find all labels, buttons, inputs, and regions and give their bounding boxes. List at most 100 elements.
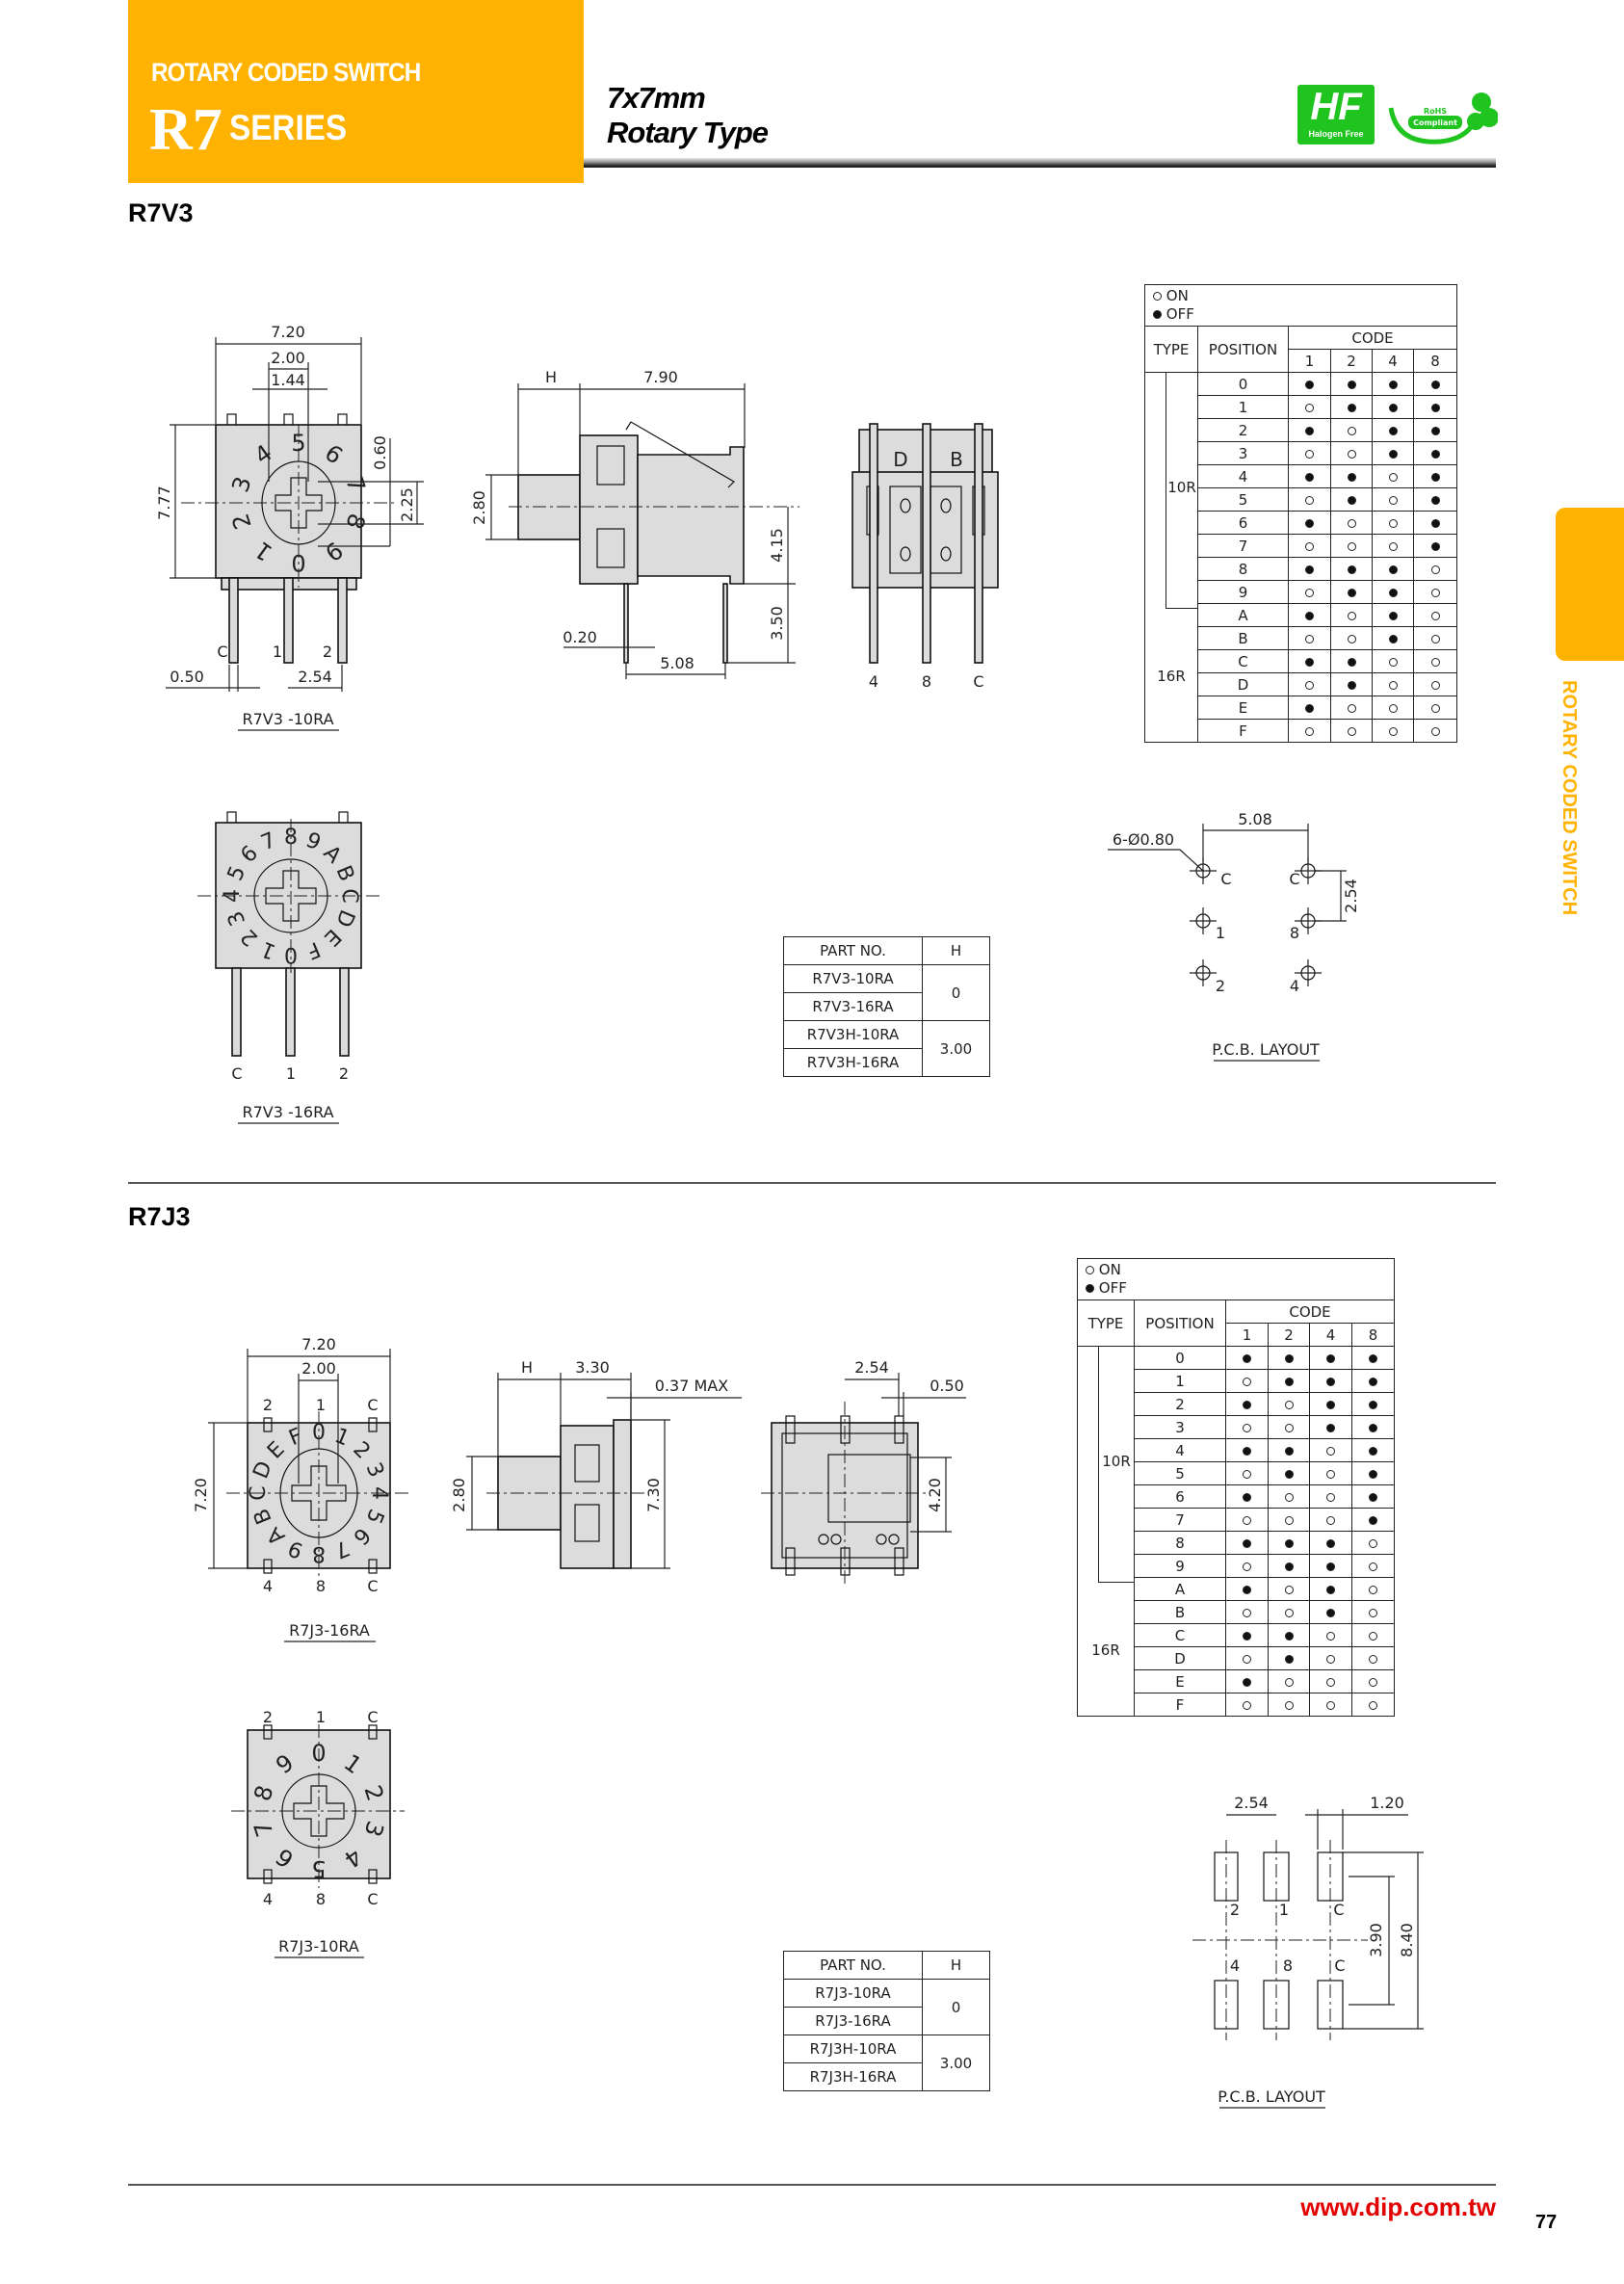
on-dot-icon — [1284, 1492, 1294, 1502]
off-dot-icon — [1243, 1585, 1251, 1594]
on-dot-icon — [1347, 726, 1356, 736]
off-dot-icon — [1284, 1469, 1294, 1479]
code-cell — [1372, 464, 1414, 488]
section-title-r7j3: R7J3 — [128, 1202, 191, 1231]
pin-label: 1 — [1216, 924, 1225, 942]
code-cell — [1351, 1623, 1395, 1647]
off-dot-icon — [1347, 564, 1356, 574]
dim-shaft: 2.00 — [271, 349, 305, 367]
dim-flange: 0.37 MAX — [655, 1377, 728, 1395]
r7j3-side-view: H 3.30 0.37 MAX 2.80 7.30 — [450, 1358, 742, 1569]
off-dot-icon — [1326, 1562, 1335, 1571]
website-link[interactable]: www.dip.com.tw — [1300, 2192, 1496, 2221]
on-dot-icon — [1430, 611, 1440, 620]
header-type: TYPE — [1144, 326, 1198, 373]
code-cell — [1288, 534, 1331, 558]
off-dot-icon — [1369, 1400, 1377, 1409]
series-code: R7 — [149, 97, 223, 163]
h-value: 3.00 — [922, 2035, 990, 2091]
rear-mark: B — [950, 448, 963, 471]
dial-label: 4 — [367, 1486, 391, 1500]
dim-pin-thickness: 0.20 — [563, 628, 597, 646]
table-row: 8 — [1078, 1531, 1395, 1555]
r7v3-side-view: H 7.90 2.80 4.15 3.50 0.20 5.08 — [470, 368, 799, 679]
header-position: POSITION — [1197, 326, 1289, 373]
on-dot-icon — [1388, 657, 1398, 667]
code-cell — [1288, 719, 1331, 743]
header-bit: 8 — [1413, 349, 1457, 373]
off-dot-icon — [1305, 611, 1314, 620]
off-dot-icon — [1305, 426, 1314, 435]
legend-on: ON — [1098, 1261, 1121, 1278]
on-dot-icon — [1388, 472, 1398, 482]
position-cell: 0 — [1197, 372, 1289, 396]
code-cell — [1288, 603, 1331, 627]
dim-body: 4.15 — [768, 528, 786, 563]
code-cell — [1225, 1646, 1269, 1670]
dim-pitch-x: 5.08 — [1238, 810, 1272, 828]
code-cell — [1268, 1600, 1310, 1624]
code-cell — [1351, 1646, 1395, 1670]
position-cell: E — [1197, 696, 1289, 720]
code-cell — [1268, 1438, 1310, 1462]
dim-span: 8.40 — [1398, 1923, 1416, 1957]
position-cell: C — [1197, 649, 1289, 673]
off-dot-icon — [1388, 403, 1398, 412]
drawing-label: R7J3-10RA — [278, 1937, 359, 1956]
code-cell — [1330, 580, 1373, 604]
part-no: R7V3H-16RA — [783, 1048, 923, 1077]
off-dot-icon — [1243, 1492, 1251, 1502]
code-cell — [1372, 580, 1414, 604]
code-cell — [1413, 719, 1457, 743]
off-dot-icon — [1284, 1562, 1294, 1571]
on-dot-icon — [1388, 680, 1398, 690]
code-cell — [1288, 580, 1331, 604]
dim-h: H — [521, 1358, 533, 1377]
code-cell — [1309, 1693, 1352, 1717]
off-dot-icon — [1369, 1353, 1377, 1363]
header-part-no: PART NO. — [783, 1951, 923, 1980]
pin-label: C — [367, 1890, 378, 1908]
header-position: POSITION — [1134, 1300, 1226, 1347]
off-dot-icon — [1284, 1538, 1294, 1548]
code-cell — [1288, 696, 1331, 720]
header-bit: 2 — [1268, 1323, 1310, 1347]
position-cell: F — [1134, 1693, 1226, 1717]
on-dot-icon — [1347, 611, 1356, 620]
position-cell: 7 — [1197, 534, 1289, 558]
code-cell — [1330, 696, 1373, 720]
code-cell — [1330, 464, 1373, 488]
code-cell — [1372, 372, 1414, 396]
code-cell — [1351, 1554, 1395, 1578]
off-dot-icon — [1347, 657, 1356, 667]
h-value: 0 — [922, 1979, 990, 2035]
pin-label: 8 — [316, 1577, 326, 1595]
on-dot-icon — [1305, 495, 1314, 505]
on-dot-icon — [1430, 680, 1440, 690]
legend: ON OFF — [1144, 284, 1457, 327]
dim-pitch-y: 2.54 — [1342, 879, 1360, 913]
category-title: ROTARY CODED SWITCH — [151, 58, 421, 87]
off-dot-icon — [1243, 1353, 1251, 1363]
dim-height: 7.20 — [192, 1478, 210, 1512]
pin-label: 1 — [273, 643, 282, 661]
code-cell — [1330, 719, 1373, 743]
dim-pitch: 2.54 — [1234, 1794, 1269, 1812]
off-dot-icon — [1430, 495, 1440, 505]
page-number: 77 — [1535, 2212, 1558, 2233]
on-dot-icon — [1430, 726, 1440, 736]
code-cell — [1288, 649, 1331, 673]
product-type: Rotary Type — [607, 116, 769, 149]
dial-label: 5 — [311, 1855, 326, 1882]
off-dot-icon — [1305, 380, 1314, 389]
position-cell: 6 — [1197, 511, 1289, 535]
pin-label: 4 — [1230, 1956, 1240, 1975]
position-cell: 8 — [1197, 557, 1289, 581]
pin-label: C — [1220, 870, 1231, 888]
on-dot-icon — [1388, 495, 1398, 505]
code-cell — [1413, 487, 1457, 512]
position-cell: F — [1197, 719, 1289, 743]
